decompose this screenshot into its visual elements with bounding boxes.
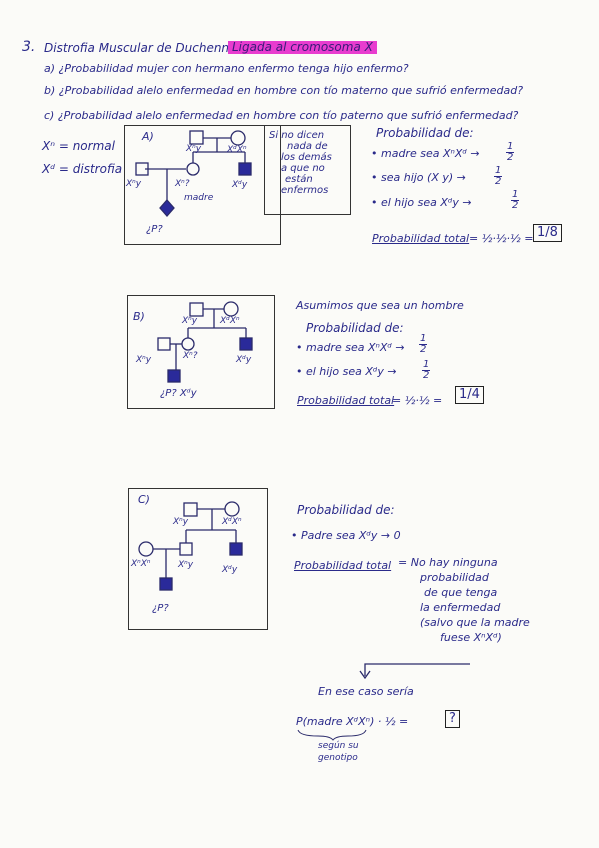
part-b-label: B) <box>133 310 145 323</box>
part-a-answer: 1/8 <box>533 224 562 242</box>
question-c: c) ¿Probabilidad alelo enfermedad en hom… <box>44 109 519 122</box>
part-a-label: A) <box>142 130 154 143</box>
note-box <box>264 125 351 215</box>
gen-a-father: Xⁿy <box>126 179 142 189</box>
highlighted-title: Ligada al cromosoma X <box>228 40 377 55</box>
part-a-total-label: Probabilidad total <box>372 232 470 245</box>
pedigree-b-box <box>127 295 275 409</box>
footnote-2: genotipo <box>318 753 358 763</box>
part-b-total-calc: = ½·½ = <box>392 394 443 407</box>
part-c-case-calc: P(madre XᵈXⁿ) · ½ = <box>296 715 409 728</box>
exercise-number: 3. <box>22 39 36 55</box>
legend-normal: Xⁿ = normal <box>42 139 115 153</box>
part-a-item-1: • madre sea XⁿXᵈ → <box>371 147 480 160</box>
part-a-item-3: • el hijo sea Xᵈy → <box>371 196 472 209</box>
part-c-item-1: • Padre sea Xᵈy → 0 <box>291 529 401 542</box>
gen-b-mother: Xⁿ? <box>183 351 198 361</box>
part-a-question: ¿P? <box>146 224 163 235</box>
gen-b-gm: XᵈXⁿ <box>220 316 240 326</box>
part-b-item-2: • el hijo sea Xᵈy → <box>296 365 397 378</box>
gen-a-gf: Xⁿy <box>186 144 202 154</box>
part-a-total-calc: = ½·½·½ = <box>469 232 534 245</box>
gen-a-mother: Xⁿ? <box>175 179 190 189</box>
gen-c-uncle: Xᵈy <box>222 565 238 575</box>
unknown-child-diamond <box>159 199 175 217</box>
part-c-label: C) <box>138 493 150 506</box>
part-b-assume: Asumimos que sea un hombre <box>296 299 464 312</box>
part-b-item-1: • madre sea XⁿXᵈ → <box>296 341 405 354</box>
part-c-total-label: Probabilidad total <box>294 559 392 572</box>
father-square <box>135 162 149 176</box>
part-b-answer: 1/4 <box>455 386 484 404</box>
pedigree-a-box <box>124 125 281 245</box>
exercise-title: Distrofia Muscular de Duchenne → <box>44 41 251 55</box>
mother-label: madre <box>184 193 214 203</box>
part-c-question: ¿P? <box>152 603 169 614</box>
question-a: a) ¿Probabilidad mujer con hermano enfer… <box>44 62 409 75</box>
pedigree-c-box <box>128 488 268 630</box>
gen-a-uncle: Xᵈy <box>232 180 248 190</box>
question-b: b) ¿Probabilidad alelo enfermedad en hom… <box>44 84 524 97</box>
part-c-case-text: En ese caso sería <box>318 685 414 698</box>
part-c-prob-title: Probabilidad de: <box>297 503 395 517</box>
part-b-total-label: Probabilidad total <box>297 394 395 407</box>
gen-b-gf: Xⁿy <box>182 316 198 326</box>
mother-circle <box>186 162 200 176</box>
part-a-item-2: • sea hijo (X y) → <box>371 171 466 184</box>
gen-c-gf: Xⁿy <box>173 517 189 527</box>
part-c-total-text: = No hay ninguna probabilidad de que ten… <box>398 556 530 645</box>
gen-a-gm: XᵈXⁿ <box>227 145 247 155</box>
gen-b-uncle: Xᵈy <box>236 355 252 365</box>
note-text: Si no dicen nada de los demás a que no e… <box>269 130 332 196</box>
gen-c-mother: XⁿXⁿ <box>131 559 151 569</box>
gen-b-father: Xⁿy <box>136 355 152 365</box>
part-c-answer: ? <box>445 710 460 728</box>
gen-c-gm: XᵈXⁿ <box>222 517 242 527</box>
part-a-prob-title: Probabilidad de: <box>376 126 474 140</box>
gen-c-father: Xⁿy <box>178 560 194 570</box>
legend-dystrophy: Xᵈ = distrofia <box>42 162 123 176</box>
part-b-question: ¿P? Xᵈy <box>160 388 197 399</box>
footnote-1: según su <box>318 741 359 751</box>
affected-uncle-square <box>238 162 252 176</box>
part-b-prob-title: Probabilidad de: <box>306 321 404 335</box>
